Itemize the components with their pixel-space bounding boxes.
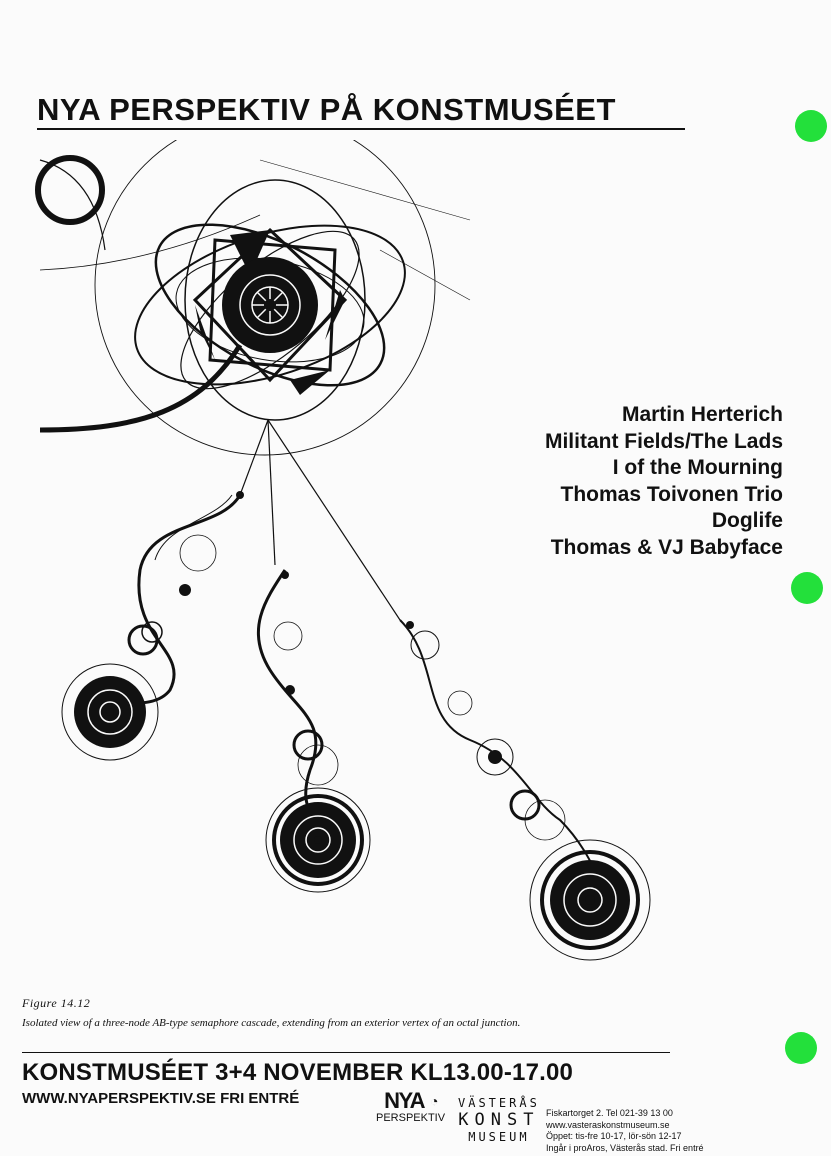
logo-text: NYA — [384, 1088, 425, 1113]
contact-address: Fiskartorget 2. Tel 021-39 13 00 — [546, 1108, 673, 1118]
artist-name: Martin Herterich — [621, 403, 783, 426]
contact-hours: Öppet: tis-fre 10-17, lör-sön 12-17 — [546, 1131, 682, 1141]
eye-icon: ◔ — [430, 1093, 438, 1109]
registration-dot-bottom — [785, 1032, 817, 1064]
event-date-time: KONSTMUSÉET 3+4 NOVEMBER KL13.00-17.00 — [22, 1059, 574, 1086]
contact-note: Ingår i proAros, Västerås stad. Fri entr… — [546, 1142, 704, 1153]
contact-website[interactable]: www.vasteraskonstmuseum.se — [546, 1119, 670, 1130]
artist-name: Doglife — [711, 509, 783, 532]
museum-contact-info: Fiskartorget 2. Tel 021-39 13 00 www.vas… — [546, 1108, 704, 1154]
vasteras-konstmuseum-logo: VÄSTERÅS KONST MUSEUM — [458, 1096, 540, 1144]
page-title: NYA PERSPEKTIV PÅ KONSTMUSÉET — [37, 92, 616, 127]
website-link[interactable]: WWW.NYAPERSPEKTIV.SE FRI ENTRÉ — [22, 1090, 300, 1107]
figure-label: Figure 14.12 — [22, 996, 91, 1010]
artist-list: Martin Herterich Militant Fields/The Lad… — [545, 402, 783, 561]
footer-divider — [22, 1052, 670, 1053]
logo-text: MUSEUM — [468, 1130, 530, 1144]
artist-name: Thomas Toivonen Trio — [560, 482, 783, 506]
figure-caption: Isolated view of a three-node AB-type se… — [22, 1017, 521, 1029]
artist-name: Thomas & VJ Babyface — [550, 535, 783, 559]
nya-perspektiv-logo: NYA ◔ PERSPEKTIV — [376, 1088, 446, 1125]
title-underline — [37, 128, 685, 130]
logo-text: PERSPEKTIV — [376, 1112, 446, 1124]
semaphore-cascade-illustration — [35, 140, 651, 961]
artist-name: I of the Mourning — [612, 456, 783, 479]
logo-text: VÄSTERÅS — [458, 1096, 540, 1110]
logo-text: KONST — [458, 1110, 540, 1130]
artist-name: Militant Fields/The Lads — [544, 429, 783, 453]
registration-dot-top — [795, 110, 827, 142]
registration-dot-middle — [791, 572, 823, 604]
